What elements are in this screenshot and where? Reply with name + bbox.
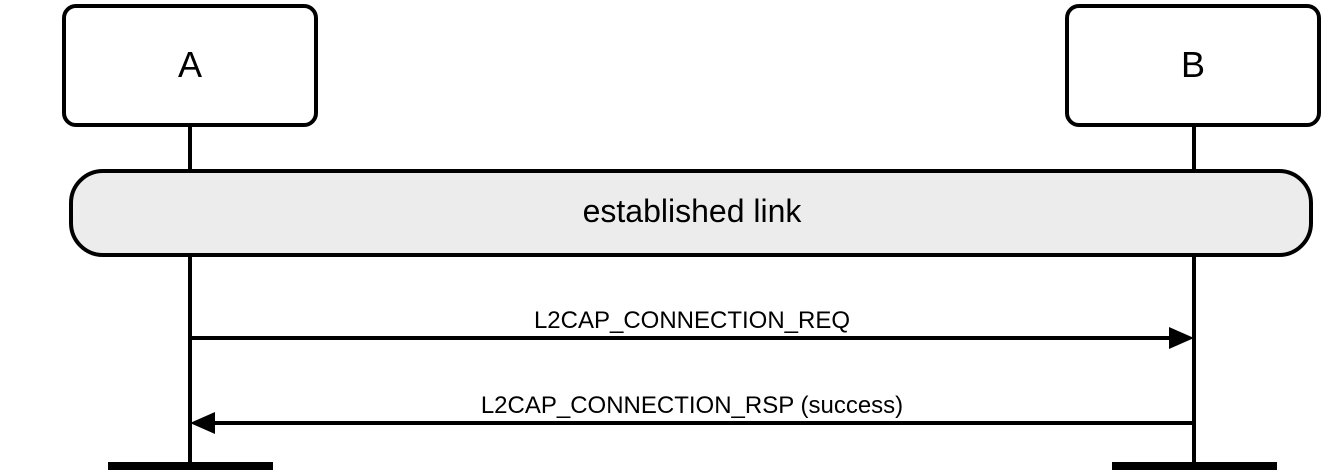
- state-bar-box: [69, 169, 1313, 257]
- state-bar-label: established link: [583, 193, 803, 229]
- message-connection-req-label: L2CAP_CONNECTION_REQ: [534, 307, 850, 334]
- participant-b-label: B: [1181, 44, 1205, 85]
- state-bar: established link: [69, 169, 1313, 257]
- participant-a: A: [62, 4, 318, 127]
- message-connection-rsp: L2CAP_CONNECTION_RSP (success): [190, 392, 1194, 434]
- participant-a-label: A: [178, 44, 202, 85]
- message-connection-req: L2CAP_CONNECTION_REQ: [190, 307, 1194, 349]
- participant-b-box: [1065, 4, 1321, 127]
- arrowhead-left-icon: [190, 412, 215, 434]
- arrowhead-right-icon: [1169, 327, 1194, 349]
- message-connection-rsp-label: L2CAP_CONNECTION_RSP (success): [481, 392, 903, 419]
- participant-a-box: [62, 4, 318, 127]
- participant-b: B: [1065, 4, 1321, 127]
